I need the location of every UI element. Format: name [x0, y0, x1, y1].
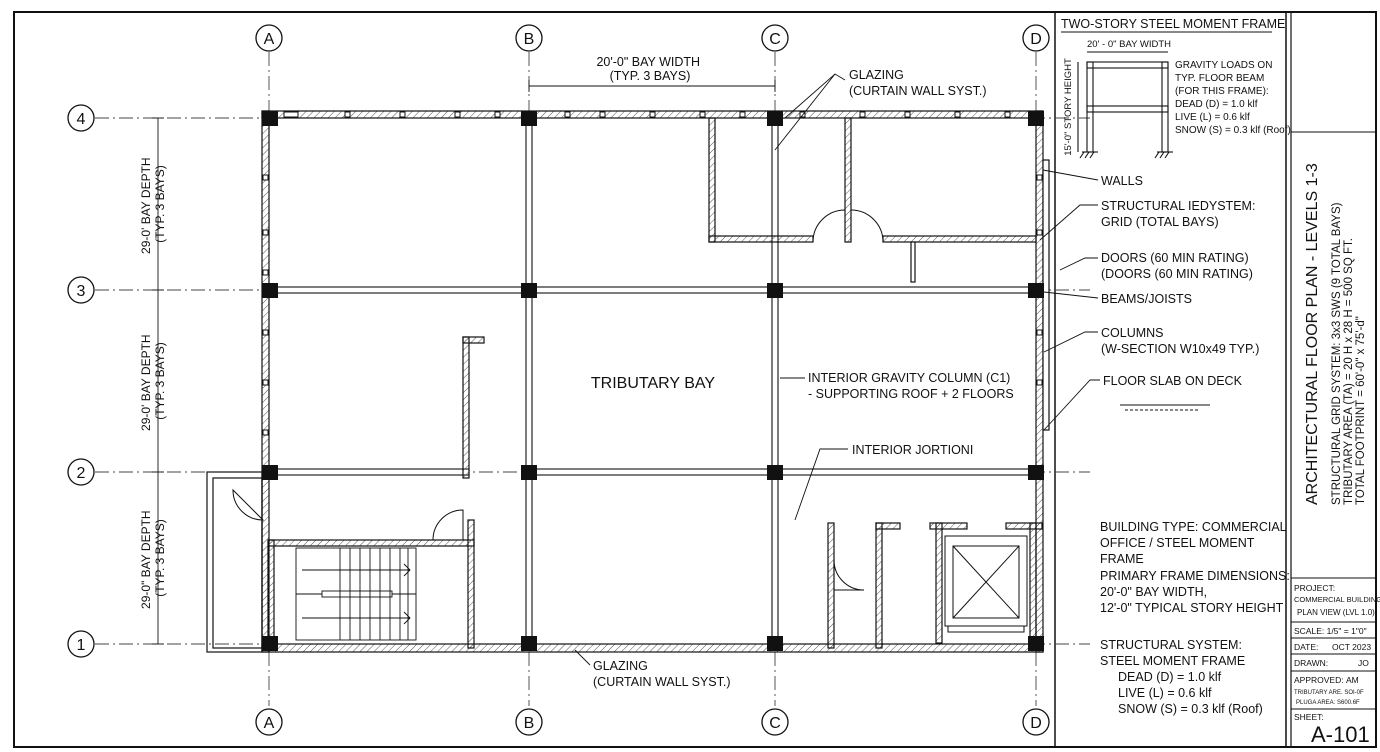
sheet-number: A-101: [1311, 722, 1370, 747]
frame-gravity-loads: GRAVITY LOADS ON TYP. FLOOR BEAM (FOR TH…: [1175, 60, 1291, 136]
grid-bubble-B-top: [515, 24, 543, 52]
legend-beams: BEAMS/JOISTS: [1101, 292, 1192, 306]
approved-value: AM: [1346, 675, 1359, 685]
structural-system-note: STRUCTURAL SYSTEM: STEEL MOMENT FRAME DE…: [1100, 638, 1263, 716]
grid-label-4: 4: [77, 111, 86, 128]
glazing-bottom-label: GLAZING (CURTAIN WALL SYST.): [593, 659, 731, 689]
leader-lines: [574, 73, 1210, 666]
legend-columns: COLUMNS (W-SECTION W10x49 TYP.): [1101, 326, 1259, 356]
small-note-2: PLUGA AREA: S600.6F: [1296, 700, 1360, 706]
legend-walls: WALLS: [1101, 174, 1143, 188]
grid-bubble-A-bottom: [255, 708, 283, 736]
legend-doors: DOORS (60 MIN RATING) (DOORS (60 MIN RAT…: [1101, 251, 1253, 281]
grid-label-B-bottom: B: [524, 715, 535, 732]
building-type-note: BUILDING TYPE: COMMERCIAL OFFICE / STEEL…: [1100, 520, 1293, 615]
dimension-lines: [152, 80, 776, 645]
grid-bubble-4: [67, 104, 95, 132]
project-label: PROJECT:: [1294, 583, 1335, 593]
stair: [295, 547, 417, 641]
grid-label-C-bottom: C: [769, 715, 781, 732]
project-view: PLAN VIEW (LVL 1.0): [1297, 608, 1375, 617]
glazing-mullions: [262, 111, 1043, 436]
legend-structural-system: STRUCTURAL IEDYSTEM: GRID (TOTAL BAYS): [1101, 199, 1259, 229]
grid-label-A-bottom: A: [264, 715, 275, 732]
bay-depth-dim-3: 29-0" BAY DEPTH (TYP. 3 BAYS): [139, 507, 167, 609]
grid-label-D-bottom: D: [1030, 715, 1042, 732]
drawn-label: DRAWN:: [1294, 658, 1328, 668]
grid-label-1: 1: [77, 637, 86, 654]
interior-partition-label: INTERIOR JORTIONI: [852, 443, 973, 457]
grid-label-A-top: A: [264, 31, 275, 48]
grid-bubble-B-bottom: [515, 708, 543, 736]
grid-bubble-3: [67, 276, 95, 304]
approved-label: APPROVED:: [1294, 675, 1344, 685]
project-name: COMMERCIAL BUILDING: [1294, 595, 1380, 604]
grid-bubble-C-bottom: [761, 708, 789, 736]
bay-width-dim: 20'-0" BAY WIDTH (TYP. 3 BAYS): [596, 55, 703, 83]
grid-label-D-top: D: [1030, 31, 1042, 48]
grid-bubbles: [67, 24, 1050, 736]
interior-column-label: INTERIOR GRAVITY COLUMN (C1) - SUPPORTIN…: [808, 371, 1014, 401]
sheet-label: SHEET:: [1294, 712, 1324, 722]
frame-story-height: 15'-0" STORY HEIGHT: [1063, 58, 1074, 156]
frame-detail-title: TWO-STORY STEEL MOMENT FRAME: [1061, 17, 1285, 31]
grid-bubble-1: [67, 630, 95, 658]
date-value: OCT 2023: [1332, 642, 1371, 652]
glazing-top-label: GLAZING (CURTAIN WALL SYST.): [849, 68, 987, 98]
tributary-bay-label: TRIBUTARY BAY: [591, 375, 716, 392]
columns: [262, 111, 1044, 651]
date-label: DATE:: [1294, 642, 1318, 652]
grid-bubble-D-top: [1022, 24, 1050, 52]
grid-label-B-top: B: [524, 31, 535, 48]
bay-depth-dim-2: 29-0' BAY DEPTH (TYP. 3 BAYS): [139, 331, 167, 431]
drawn-value: JO: [1358, 658, 1369, 668]
small-note-1: TRIBUTARY ARE. SOI-0F: [1294, 690, 1364, 696]
title-block-frame: [1290, 11, 1377, 748]
door-swings: [232, 209, 884, 591]
frame-bay-width: 20' - 0" BAY WIDTH: [1087, 39, 1171, 50]
title-block-rules: [1291, 131, 1376, 710]
frame-detail-sketch: [1077, 51, 1173, 159]
grid-bubble-A-top: [255, 24, 283, 52]
grid-bubble-C-top: [761, 24, 789, 52]
grid-label-3: 3: [77, 283, 86, 300]
grid-bubble-D-bottom: [1022, 708, 1050, 736]
elevator: [944, 535, 1028, 633]
grid-bubble-2: [67, 458, 95, 486]
bay-depth-dim-1: 29-0' BAY DEPTH (TYP. 3 BAYS): [139, 154, 167, 254]
legend-floor-slab: FLOOR SLAB ON DECK: [1103, 374, 1243, 388]
grid-label-C-top: C: [769, 31, 781, 48]
grid-label-2: 2: [77, 465, 86, 482]
sheet-subtitle: STRUCTURAL GRID SYSTEM: 3x3 SWS (9 TOTAL…: [1331, 199, 1367, 505]
sheet-title: ARCHITECTURAL FLOOR PLAN - LEVELS 1-3: [1304, 163, 1321, 505]
scale-field: SCALE: 1/5" = 1"0": [1294, 626, 1367, 636]
